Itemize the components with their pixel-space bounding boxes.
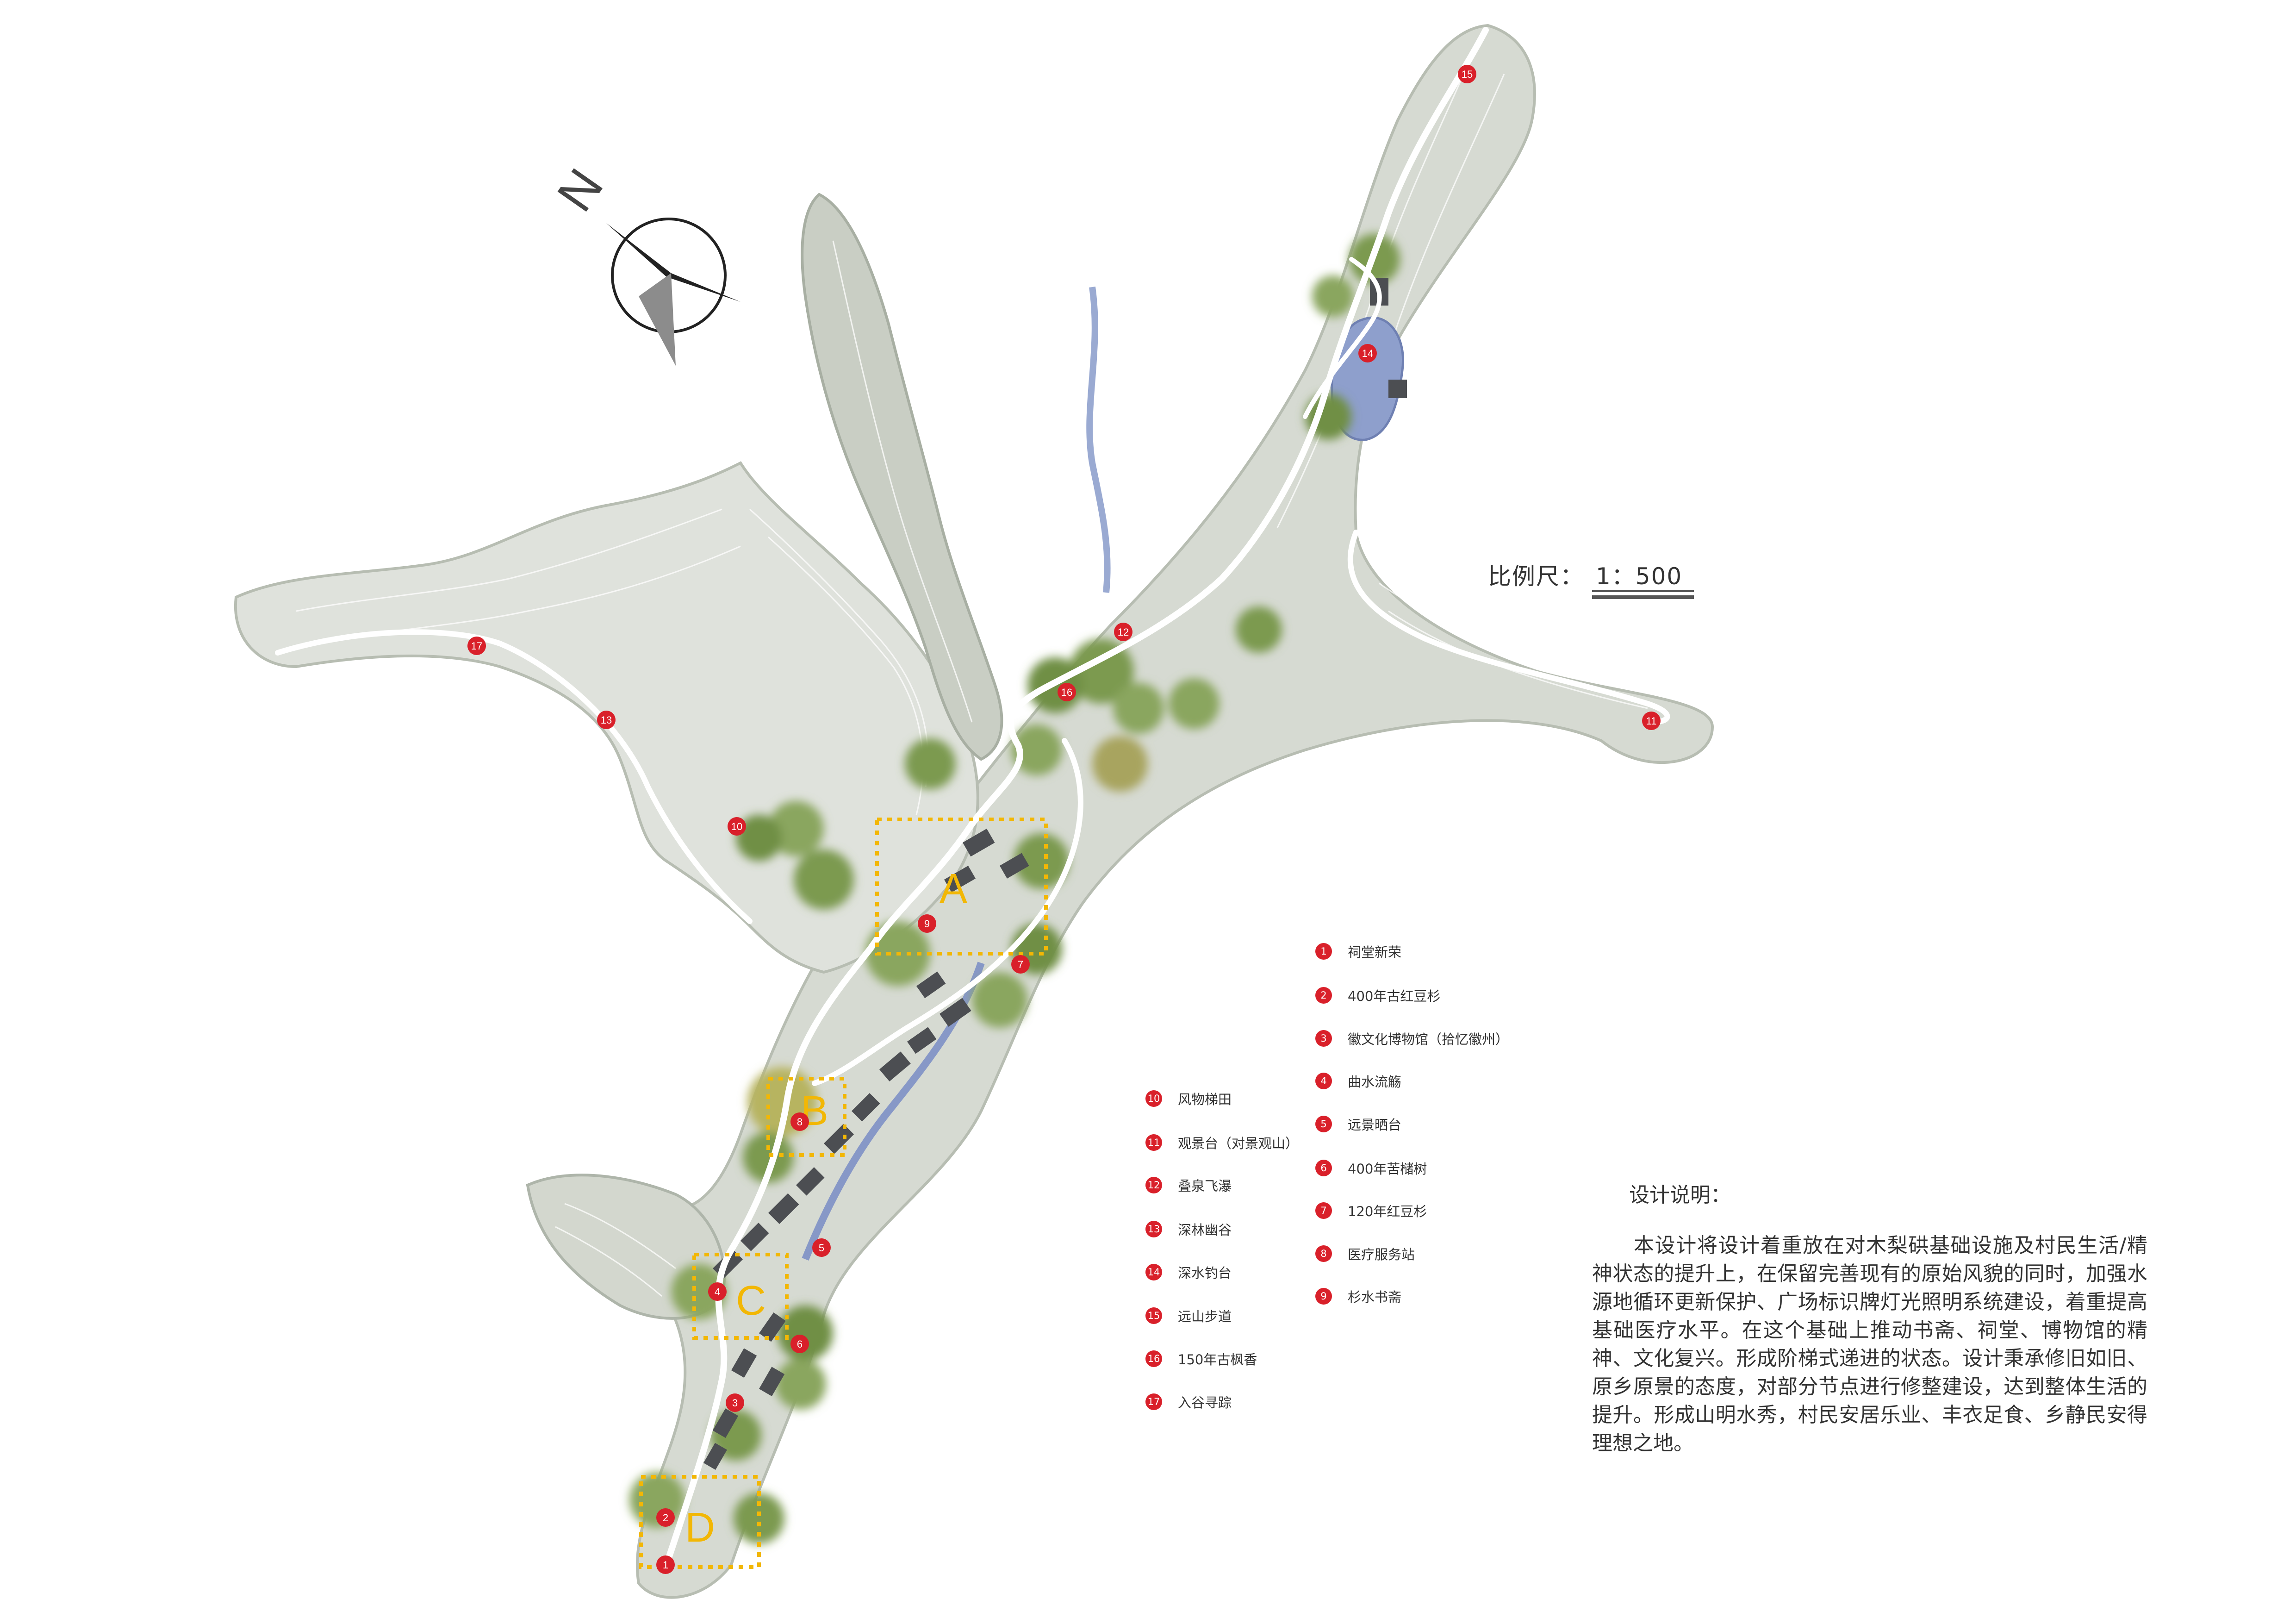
marker-11[interactable]: 11	[1642, 712, 1661, 730]
scale-bar-thick	[1592, 595, 1694, 599]
marker-4[interactable]: 4	[708, 1282, 727, 1301]
scale-bar	[1592, 590, 1694, 592]
zone-c-box	[692, 1253, 789, 1340]
marker-17[interactable]: 17	[467, 637, 486, 655]
marker-16[interactable]: 16	[1058, 683, 1076, 701]
zone-b-box	[766, 1077, 846, 1157]
zone-d-label: D	[685, 1505, 715, 1551]
svg-text:7: 7	[1018, 959, 1023, 970]
marker-6[interactable]: 6	[790, 1335, 809, 1353]
description-body: 本设计将设计着重放在对木梨硔基础设施及村民生活/精神状态的提升上，在保留完善现有…	[1592, 1234, 2147, 1455]
compass-needle-dark	[606, 223, 740, 302]
zone-a-box	[875, 818, 1048, 956]
legend-marker-icon: 6	[1315, 1160, 1332, 1176]
map-markers: 1 2 3 4 5 6 7 8 9 10 11 12 13 14 15 16 1…	[467, 65, 1661, 1574]
main-trail	[663, 27, 1489, 1568]
east-trail	[1347, 530, 1670, 725]
legend-marker-icon: 14	[1145, 1264, 1162, 1280]
svg-text:9: 9	[924, 918, 930, 930]
svg-text:1: 1	[663, 1559, 668, 1571]
legend-marker-icon: 17	[1145, 1393, 1162, 1410]
north-arrow: N	[546, 159, 740, 366]
pond-path	[1303, 257, 1382, 419]
svg-text:3: 3	[732, 1397, 738, 1409]
zone-c-label: C	[736, 1278, 766, 1324]
svg-text:17: 17	[471, 640, 482, 652]
legend-marker-icon: 7	[1315, 1202, 1332, 1219]
marker-5[interactable]: 5	[812, 1238, 831, 1257]
legend-marker-icon: 16	[1145, 1350, 1162, 1367]
compass-needle-light	[639, 273, 676, 366]
legend-marker-icon: 15	[1145, 1307, 1162, 1324]
svg-text:12: 12	[1118, 626, 1129, 638]
stream	[1086, 287, 1111, 593]
legend-marker-icon: 2	[1315, 987, 1332, 1004]
village-loop	[812, 738, 1083, 1086]
svg-text:6: 6	[797, 1338, 803, 1350]
north-ridge-terrain	[801, 193, 1003, 761]
west-trail	[275, 629, 753, 924]
paths	[275, 27, 1670, 1568]
marker-8[interactable]: 8	[790, 1112, 809, 1131]
village-buildings	[703, 278, 1407, 1470]
svg-text:8: 8	[797, 1116, 803, 1128]
legend-marker-icon: 10	[1145, 1090, 1162, 1107]
marker-2[interactable]: 2	[656, 1508, 675, 1527]
marker-13[interactable]: 13	[597, 711, 616, 729]
scale-value: 1：500	[1596, 563, 1683, 590]
svg-text:2: 2	[663, 1512, 668, 1524]
legend-marker-icon: 4	[1315, 1073, 1332, 1089]
scale-label: 比例尺：	[1488, 563, 1584, 590]
marker-14[interactable]: 14	[1358, 344, 1377, 362]
terrain	[234, 24, 1714, 1599]
svg-text:11: 11	[1646, 715, 1657, 727]
legend-marker-icon: 8	[1315, 1245, 1332, 1262]
marker-10[interactable]: 10	[728, 817, 746, 836]
description-title: 设计说明：	[1629, 1183, 1731, 1207]
legend-marker-icon: 9	[1315, 1288, 1332, 1305]
zones	[639, 818, 1048, 1569]
legend-marker-icon: 3	[1315, 1030, 1332, 1047]
svg-text:14: 14	[1362, 348, 1373, 359]
svg-text:13: 13	[601, 714, 612, 726]
marker-1[interactable]: 1	[656, 1555, 675, 1574]
marker-3[interactable]: 3	[726, 1393, 744, 1412]
compass-north-label: N	[546, 159, 614, 222]
svg-text:10: 10	[731, 821, 742, 832]
svg-text:16: 16	[1061, 687, 1072, 698]
zone-d-box	[639, 1475, 761, 1569]
legend-marker-icon: 5	[1315, 1116, 1332, 1132]
svg-text:15: 15	[1462, 69, 1473, 80]
legend-marker-icon: 12	[1145, 1177, 1162, 1193]
legend-marker-icon: 13	[1145, 1221, 1162, 1237]
marker-9[interactable]: 9	[918, 914, 936, 933]
zone-a-label: A	[940, 866, 967, 912]
legend-marker-icon: 11	[1145, 1134, 1162, 1151]
marker-12[interactable]: 12	[1114, 623, 1132, 641]
legend-marker-icon: 1	[1315, 943, 1332, 960]
marker-7[interactable]: 7	[1011, 955, 1030, 974]
marker-15[interactable]: 15	[1458, 65, 1476, 83]
svg-text:5: 5	[819, 1242, 824, 1254]
svg-text:4: 4	[715, 1286, 720, 1298]
